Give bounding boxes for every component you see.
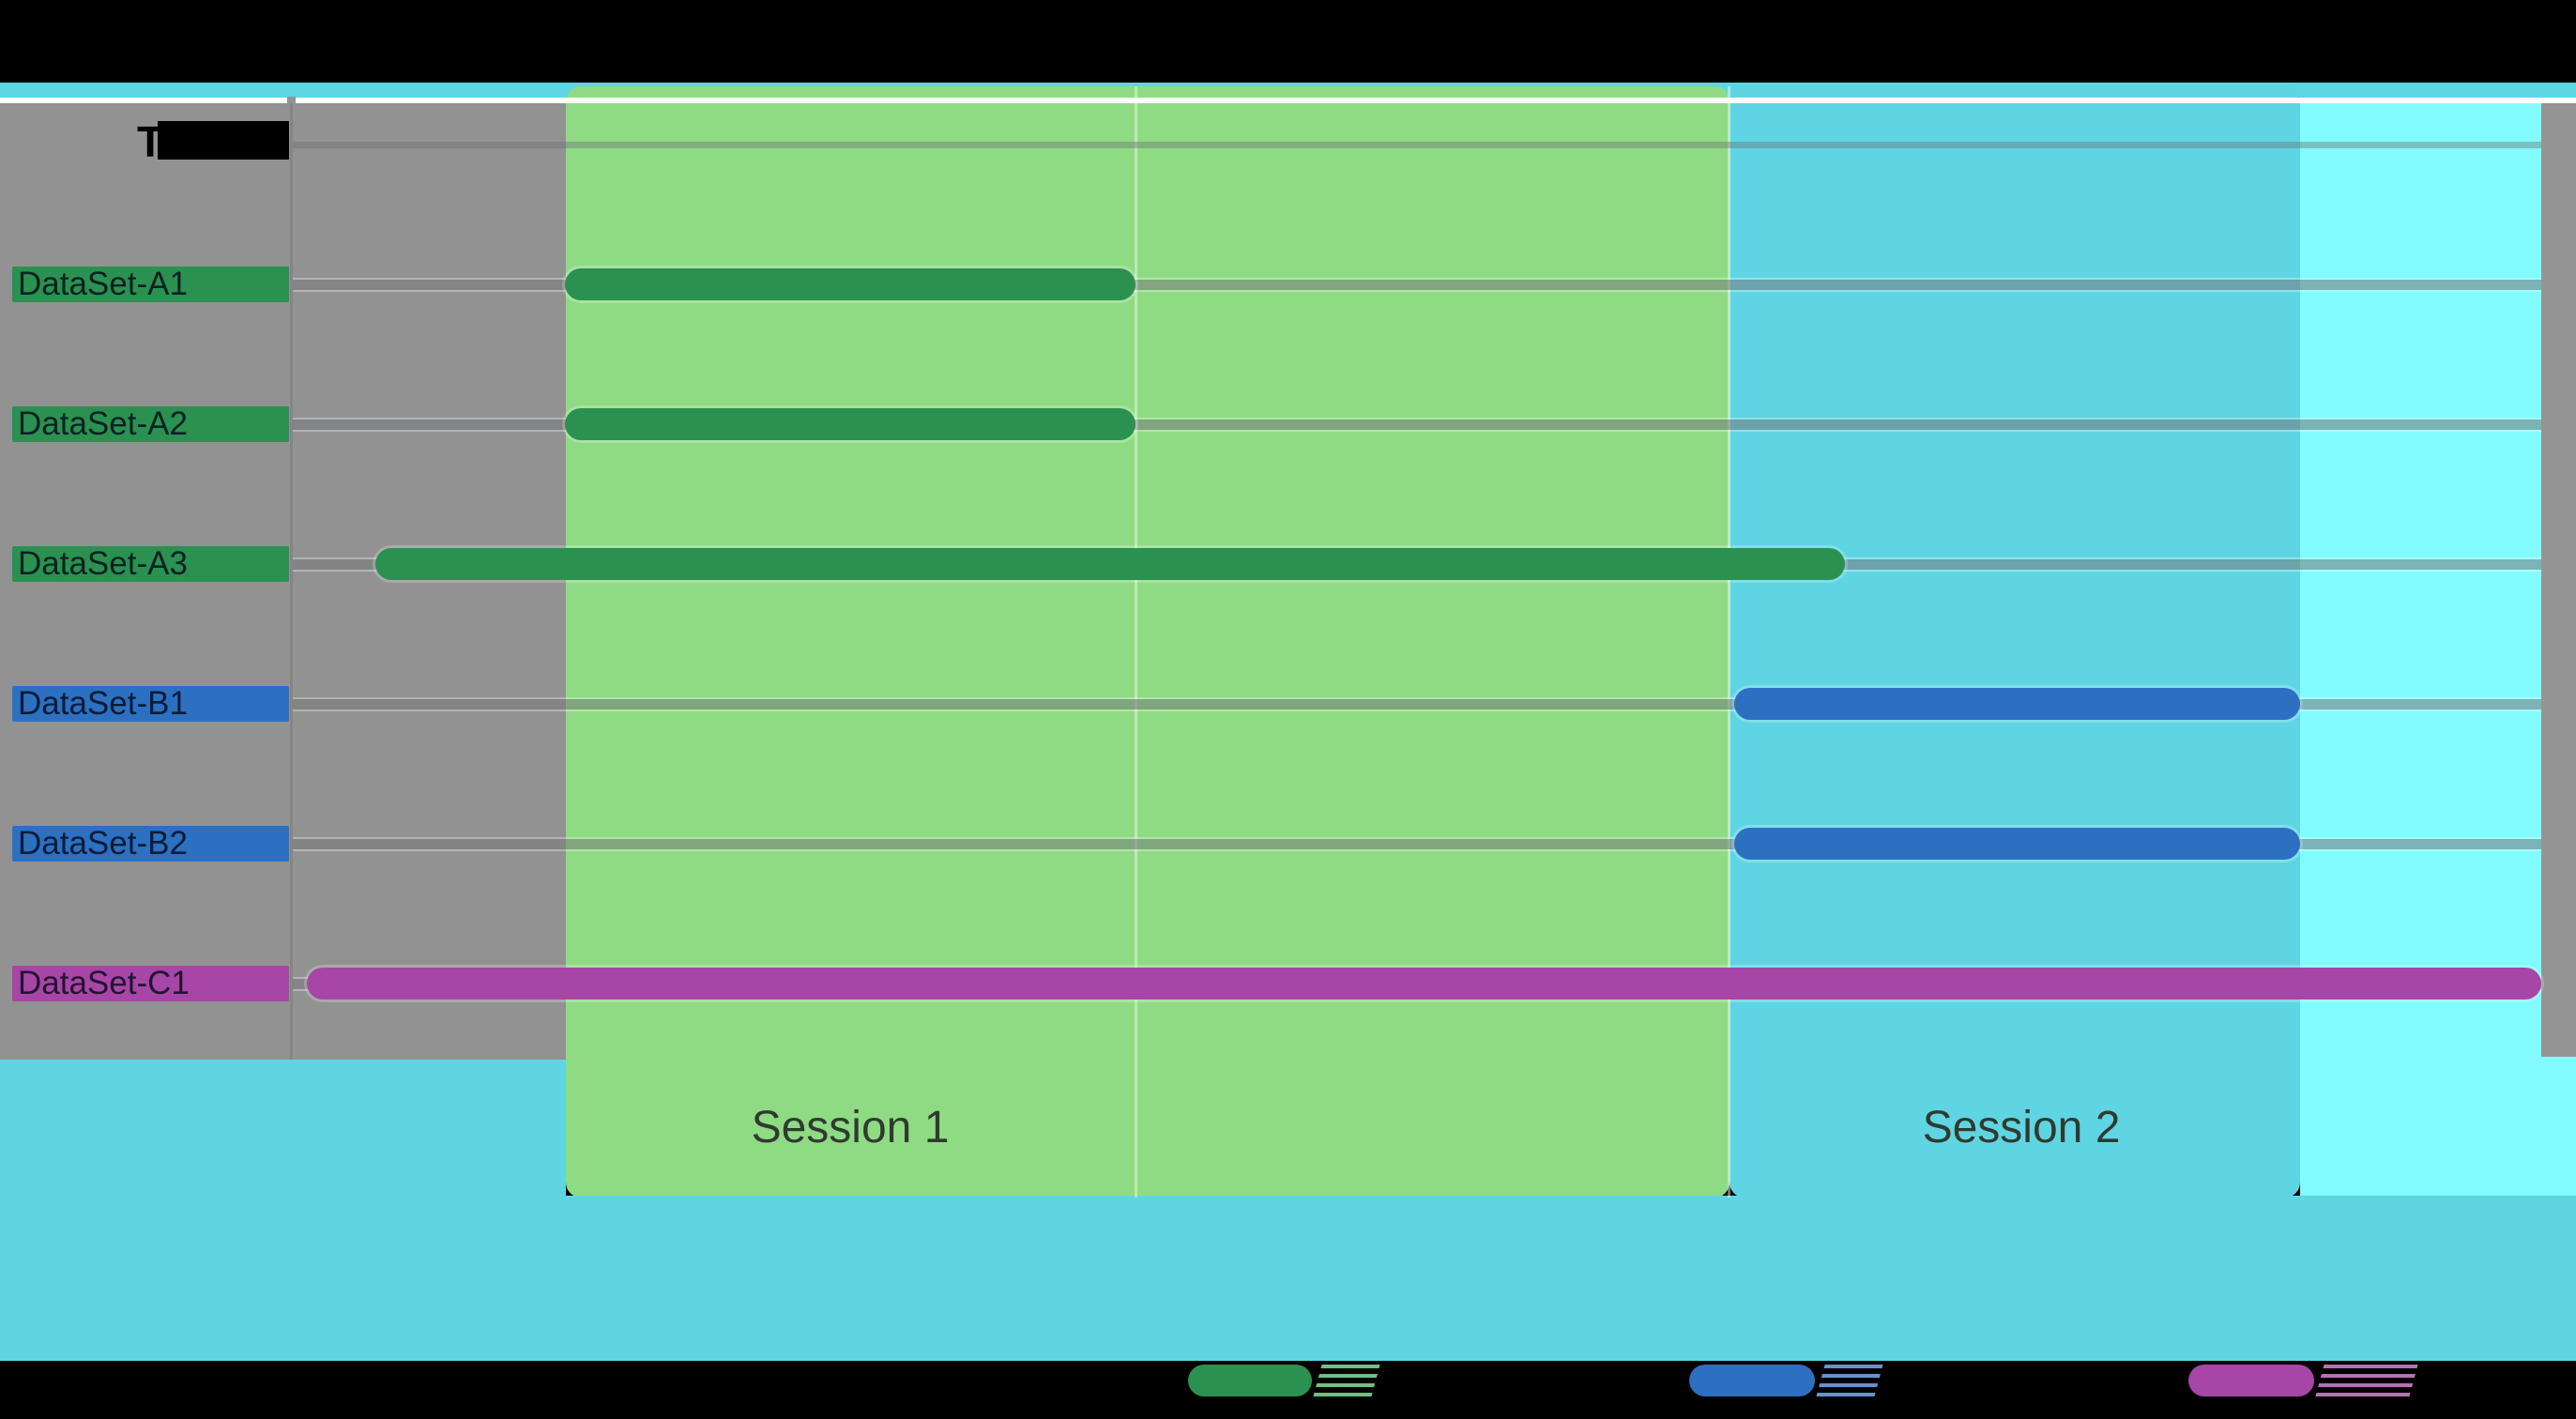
row-label-dataset-a3: DataSet-A3 [12,546,289,582]
plot-top-border [0,98,2576,103]
legend-marker-icon [1188,1365,1312,1396]
task-bar-dataset-b2 [1734,828,2300,860]
row-guide-line [293,839,2541,849]
row-guide-line [293,699,2541,710]
bottom-band [0,1196,2576,1361]
session-2-label: Session 2 [1922,1103,2121,1152]
axis-tick [287,97,296,103]
legend-marker-icon [1689,1365,1815,1396]
region-divider [1728,86,1730,1198]
task-bar-dataset-a2 [565,408,1136,440]
legend-label-remnant [2315,1365,2418,1396]
session-1-label: Session 1 [751,1103,950,1152]
redaction-box [158,121,289,160]
task-bar-dataset-b1 [1734,688,2300,720]
legend-item-3[interactable] [2188,1365,2418,1396]
task-bar-dataset-a3 [375,548,1845,580]
legend-item-1[interactable] [1188,1365,1380,1396]
legend-item-2[interactable] [1689,1365,1883,1396]
row-label-dataset-b2: DataSet-B2 [12,826,289,862]
row-label-dataset-b1: DataSet-B1 [12,686,289,722]
left-bottom-band [0,1060,566,1196]
right-margin-panel [2541,101,2576,1057]
row-label-dataset-c1: DataSet-C1 [12,966,289,1001]
grid-line [293,142,2541,148]
row-label-dataset-a1: DataSet-A1 [12,267,289,302]
highlight-column [2300,103,2576,1196]
session-2-region [1730,86,2300,1198]
legend-label-remnant [1816,1365,1883,1396]
legend-label-remnant [1313,1365,1380,1396]
row-label-dataset-a2: DataSet-A2 [12,406,289,442]
task-bar-dataset-c1 [307,968,2541,999]
legend-marker-icon [2188,1365,2314,1396]
task-bar-dataset-a1 [565,268,1136,300]
y-axis-line [290,101,293,1060]
session-1-region [566,86,1730,1198]
region-divider [1135,86,1137,1198]
row-guide-line [293,280,2541,290]
row-guide-line [293,420,2541,430]
